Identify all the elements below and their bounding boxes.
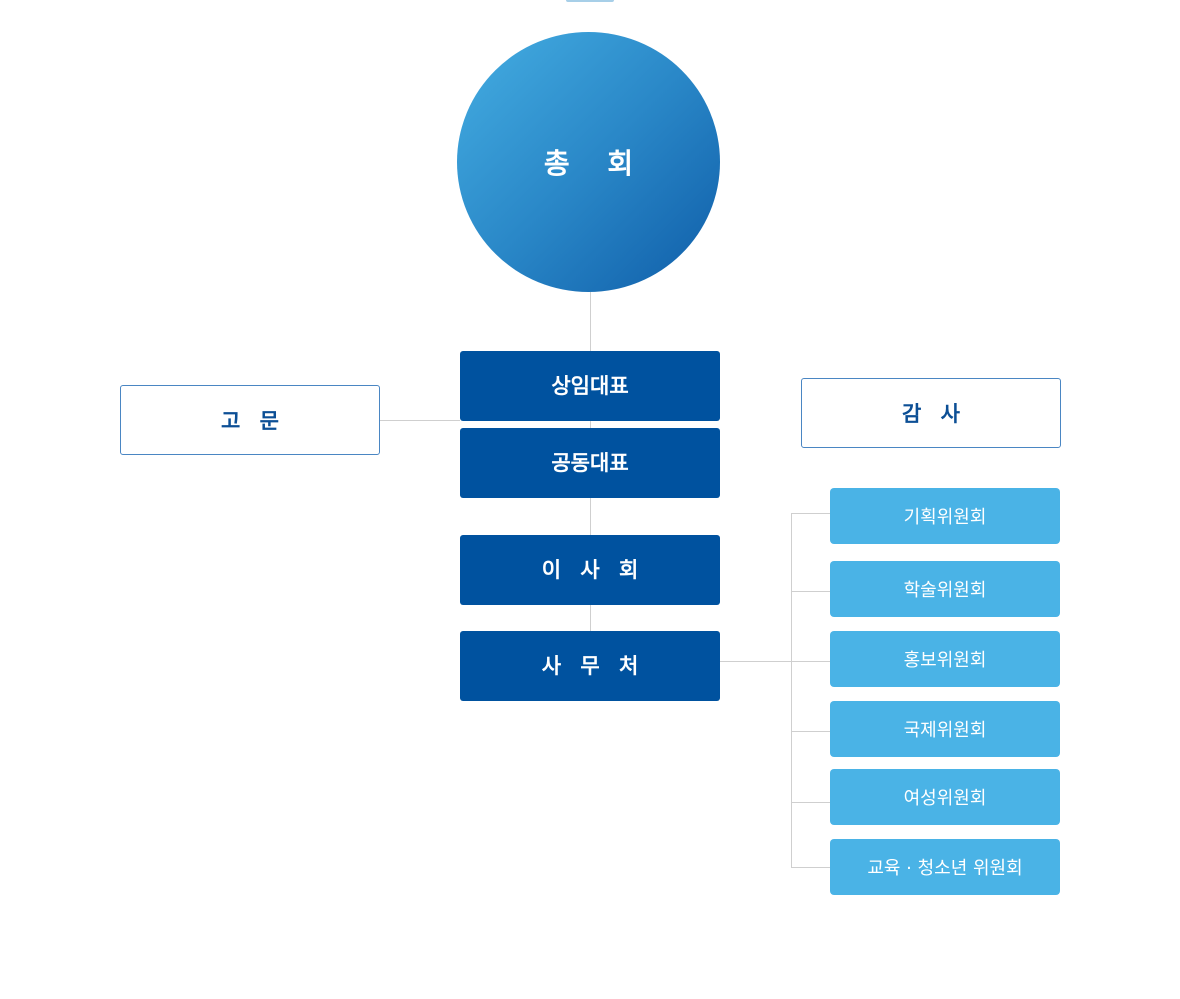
- co-representative-node: 공동대표: [460, 428, 720, 498]
- connector-committees-vertical: [791, 513, 792, 867]
- co-representative-label: 공동대표: [551, 450, 629, 475]
- auditor-label: 감 사: [902, 402, 966, 426]
- general-assembly-node: 총 회: [457, 32, 720, 292]
- standing-representative-label: 상임대표: [551, 373, 629, 398]
- committee-planning: 기획위원회: [830, 488, 1060, 544]
- committee-label: 기획위원회: [903, 507, 987, 528]
- committee-international: 국제위원회: [830, 701, 1060, 757]
- board-label: 이 사 회: [541, 557, 645, 582]
- connector-committee-1: [791, 513, 830, 514]
- secretariat-node: 사 무 처: [460, 631, 720, 701]
- committee-publicity: 홍보위원회: [830, 631, 1060, 687]
- connector-committee-5: [791, 802, 830, 803]
- committee-education-youth: 교육 · 청소년 위원회: [830, 839, 1060, 895]
- connector-advisor: [380, 420, 460, 421]
- committee-label: 여성위원회: [903, 788, 987, 809]
- board-node: 이 사 회: [460, 535, 720, 605]
- committee-label: 교육 · 청소년 위원회: [867, 858, 1023, 879]
- advisor-node: 고 문: [120, 385, 380, 455]
- standing-representative-node: 상임대표: [460, 351, 720, 421]
- connector-committee-4: [791, 731, 830, 732]
- connector-committee-3: [791, 661, 830, 662]
- committee-academic: 학술위원회: [830, 561, 1060, 617]
- committee-label: 홍보위원회: [903, 650, 987, 671]
- top-decoration: [566, 0, 614, 2]
- auditor-node: 감 사: [801, 378, 1061, 448]
- connector-secretariat-committees: [720, 661, 791, 662]
- committee-label: 학술위원회: [903, 580, 987, 601]
- committee-women: 여성위원회: [830, 769, 1060, 825]
- connector-committee-6: [791, 867, 830, 868]
- connector-committee-2: [791, 591, 830, 592]
- committee-label: 국제위원회: [903, 720, 987, 741]
- general-assembly-label: 총 회: [543, 147, 648, 180]
- secretariat-label: 사 무 처: [541, 653, 645, 678]
- advisor-label: 고 문: [221, 409, 285, 433]
